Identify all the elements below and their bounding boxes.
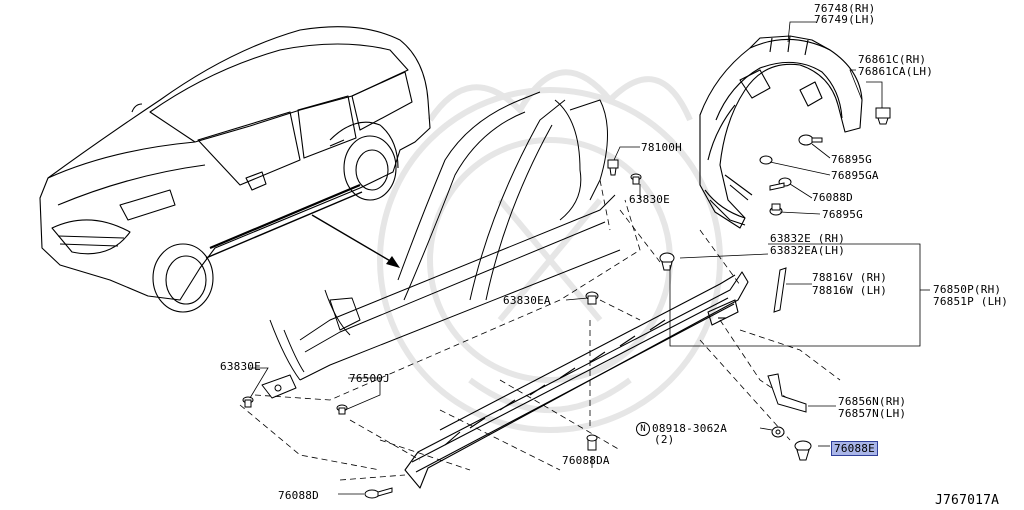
label-63830e-b: 63830E [220,360,261,373]
label-76088da: 76088DA [562,454,610,467]
car-outline [39,26,431,313]
label-08918-qty: (2) [654,433,675,446]
fasteners [242,107,891,499]
body-side-dashes [239,179,661,471]
diagram-id: J767017A [935,493,1000,508]
label-76861ca: 76861CA(LH) [858,65,934,78]
label-76857n: 76857N(LH) [838,407,907,420]
label-76895g-a: 76895G [831,153,872,166]
label-76856n: 76856N(RH) [838,395,907,408]
label-63832ea: 63832EA(LH) [770,244,846,257]
label-63832e: 63832E (RH) [770,232,846,245]
label-76851p: 76851P (LH) [933,295,1009,308]
label-76500j: 76500J [349,372,390,385]
body-side-panel [261,91,621,399]
label-76748: 76748(RH) [814,2,876,15]
sill-moulding [404,271,749,489]
label-76088d-b: 76088D [278,489,319,502]
label-76895g-b: 76895G [822,208,863,221]
label-76749: 76749(LH) [814,13,876,26]
sill-dashes [339,229,841,481]
label-08918-number: 08918-3062A [652,422,728,435]
label-76861c: 76861C(RH) [858,53,927,66]
zoom-arrow [311,214,400,268]
label-76088d-a: 76088D [812,191,853,204]
label-63830ea: 63830EA [503,294,551,307]
nut-symbol: N [636,422,650,436]
wheel-arch-liner [699,35,863,229]
label-76850p: 76850P(RH) [933,283,1002,296]
label-76088e-highlighted[interactable]: 76088E [831,441,878,456]
label-76895ga: 76895GA [831,169,879,182]
label-63830e-a: 63830E [629,193,670,206]
label-78100h: 78100H [641,141,682,154]
label-78816w: 78816W (LH) [812,284,888,297]
label-78816v: 78816V (RH) [812,271,888,284]
leader-lines [248,21,930,495]
watermark-emblem [377,69,723,433]
